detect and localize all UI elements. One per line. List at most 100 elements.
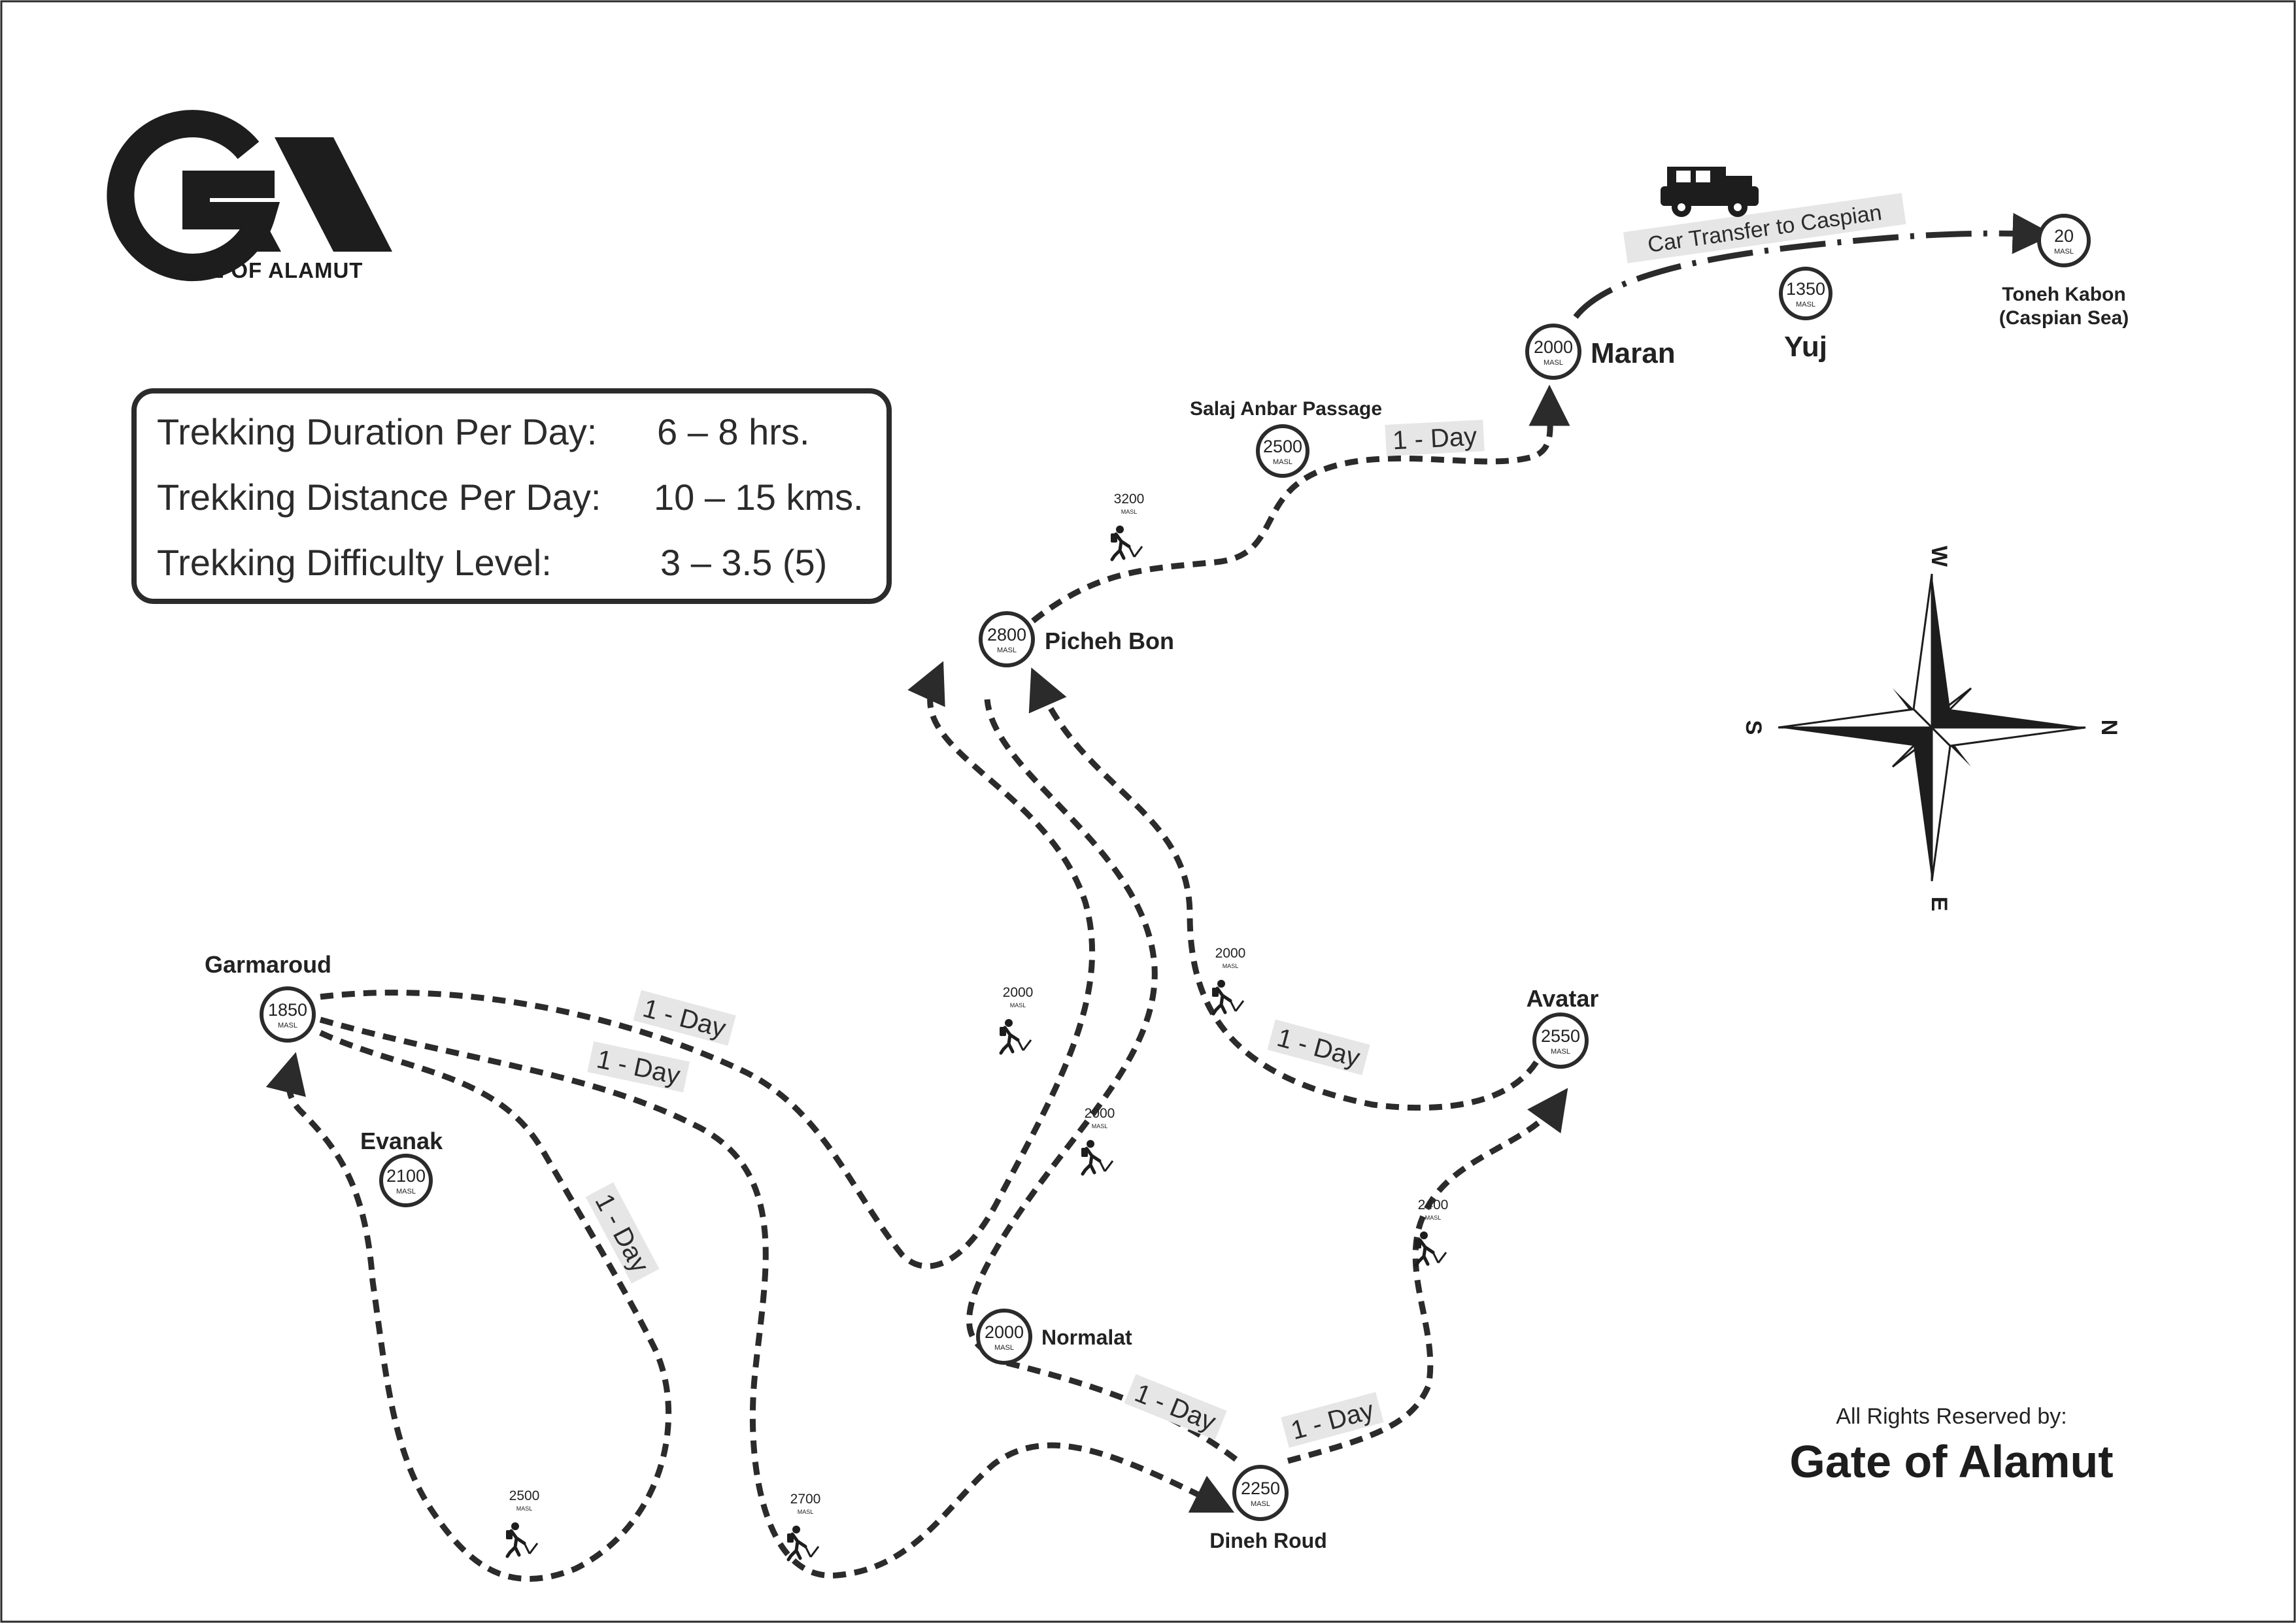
hiker-icon-2700: 2700 MASL <box>787 1492 820 1560</box>
svg-text:1350: 1350 <box>1786 279 1825 299</box>
trek-info-box: Trekking Duration Per Day: 6 – 8 hrs. Tr… <box>131 388 892 604</box>
svg-text:3200: 3200 <box>1114 492 1145 507</box>
maran-label: Maran <box>1591 337 1676 369</box>
hiker-icon-2400: 2400 MASL <box>1415 1197 1448 1265</box>
place-evanak: 2100 MASL Evanak <box>360 1128 443 1207</box>
trail-avatar-pichehbon <box>1028 667 1539 1111</box>
svg-text:MASL: MASL <box>1551 1048 1570 1056</box>
hiker-icon-2500: 2500 MASL <box>506 1488 539 1556</box>
brand-name: GATE OF ALAMUT <box>163 258 363 282</box>
svg-text:1 - Day: 1 - Day <box>1274 1023 1363 1073</box>
car-transfer-route <box>1573 212 2054 319</box>
duration-label: Trekking Duration Per Day: <box>157 411 597 452</box>
svg-text:MASL: MASL <box>1121 509 1138 515</box>
svg-text:1850: 1850 <box>268 1000 307 1020</box>
svg-text:MASL: MASL <box>1544 359 1563 367</box>
dineh-roud-label: Dineh Roud <box>1209 1529 1327 1552</box>
duration-value: 6 – 8 hrs. <box>657 411 809 452</box>
svg-text:2250: 2250 <box>1241 1479 1280 1498</box>
place-dineh-roud: 2250 MASL Dineh Roud <box>1209 1465 1327 1552</box>
place-normalat: 2000 MASL Normalat <box>976 1309 1132 1365</box>
svg-text:MASL: MASL <box>997 646 1017 654</box>
svg-text:2000: 2000 <box>1085 1106 1115 1121</box>
trail-normalat-pichehbon <box>966 699 1158 1363</box>
svg-text:MASL: MASL <box>1092 1123 1108 1129</box>
gate-of-alamut-logo: GATE OF ALAMUT <box>107 110 392 282</box>
hiker-icon-2000b: 2000 MASL <box>1081 1106 1115 1174</box>
svg-text:2100: 2100 <box>386 1166 426 1186</box>
svg-text:2000: 2000 <box>985 1322 1024 1342</box>
svg-text:1 - Day: 1 - Day <box>640 994 729 1043</box>
svg-text:MASL: MASL <box>1425 1214 1442 1221</box>
svg-text:2000: 2000 <box>1003 985 1034 1000</box>
svg-text:2500: 2500 <box>1263 437 1302 456</box>
svg-text:MASL: MASL <box>1796 301 1815 309</box>
compass-e: E <box>1927 897 1951 912</box>
svg-text:2400: 2400 <box>1418 1197 1449 1213</box>
svg-text:2500: 2500 <box>509 1488 540 1503</box>
salaj-label: Salaj Anbar Passage <box>1190 398 1382 420</box>
caspian-sea-label: (Caspian Sea) <box>1999 307 2129 329</box>
svg-text:2550: 2550 <box>1541 1026 1580 1046</box>
svg-text:2700: 2700 <box>790 1492 821 1507</box>
svg-text:2000: 2000 <box>1534 337 1573 357</box>
rights-line-1: All Rights Reserved by: <box>1836 1404 2067 1429</box>
svg-text:20: 20 <box>2054 226 2074 246</box>
place-garmaroud: 1850 MASL Garmaroud <box>205 951 331 1043</box>
place-toneh-kabon: 20 MASL Toneh Kabon (Caspian Sea) <box>1999 214 2129 329</box>
toneh-kabon-label: Toneh Kabon <box>2002 284 2125 305</box>
distance-value: 10 – 15 kms. <box>654 477 864 518</box>
svg-text:MASL: MASL <box>396 1188 416 1196</box>
place-salaj-anbar: 2500 MASL Salaj Anbar Passage <box>1190 398 1382 478</box>
trail-garmaroud-pichehbon <box>320 661 1096 1269</box>
svg-text:2800: 2800 <box>987 625 1026 644</box>
day-labels: 1 - Day 1 - Day 1 - Day 1 - Day 1 - Day … <box>585 193 1906 1448</box>
hiker-icon-3200: 3200 MASL <box>1111 492 1144 560</box>
distance-label: Trekking Distance Per Day: <box>157 477 601 518</box>
day-label-4: 1 - Day <box>1267 1019 1370 1075</box>
place-maran: 2000 MASL Maran <box>1525 324 1676 380</box>
jeep-icon <box>1661 167 1759 217</box>
day-label-5: 1 - Day <box>1124 1374 1227 1440</box>
svg-text:MASL: MASL <box>798 1509 814 1515</box>
difficulty-value: 3 – 3.5 (5) <box>660 542 827 583</box>
svg-text:MASL: MASL <box>516 1505 533 1512</box>
svg-text:1 - Day: 1 - Day <box>1392 422 1477 456</box>
picheh-bon-label: Picheh Bon <box>1045 627 1174 654</box>
hiker-icon-2000a: 2000 MASL <box>1000 985 1033 1053</box>
svg-text:MASL: MASL <box>1273 458 1292 466</box>
compass-rose: W S N E <box>1741 546 2121 911</box>
yuj-label: Yuj <box>1784 331 1827 363</box>
evanak-label: Evanak <box>360 1128 443 1154</box>
svg-text:MASL: MASL <box>2054 248 2074 256</box>
day-label-3: 1 - Day <box>585 1182 660 1284</box>
day-label-1: 1 - Day <box>633 990 736 1046</box>
svg-text:MASL: MASL <box>1223 963 1239 969</box>
compass-w: W <box>1927 546 1951 567</box>
svg-text:MASL: MASL <box>1251 1500 1270 1508</box>
normalat-label: Normalat <box>1041 1326 1132 1349</box>
difficulty-label: Trekking Difficulty Level: <box>157 542 552 583</box>
trail-evanak-loop <box>265 1029 672 1582</box>
day-label-2: 1 - Day <box>587 1041 690 1093</box>
place-picheh-bon: 2800 MASL Picheh Bon <box>979 611 1174 667</box>
compass-s: S <box>1741 720 1766 735</box>
svg-text:1 - Day: 1 - Day <box>1131 1379 1220 1437</box>
garmaroud-label: Garmaroud <box>205 951 331 978</box>
svg-text:1 - Day: 1 - Day <box>1288 1396 1377 1445</box>
hiker-icon-2000c: 2000 MASL <box>1212 946 1245 1014</box>
day-label-7: 1 - Day <box>1385 420 1485 456</box>
svg-text:MASL: MASL <box>994 1344 1014 1352</box>
svg-text:2000: 2000 <box>1215 946 1246 961</box>
compass-n: N <box>2097 720 2121 736</box>
avatar-label: Avatar <box>1527 985 1599 1012</box>
trail-pichehbon-maran <box>1031 384 1570 624</box>
svg-text:MASL: MASL <box>278 1022 297 1029</box>
place-avatar: 2550 MASL Avatar <box>1527 985 1599 1069</box>
svg-text:MASL: MASL <box>1010 1002 1026 1009</box>
rights-line-2: Gate of Alamut <box>1789 1436 2113 1487</box>
day-label-6: 1 - Day <box>1281 1392 1384 1448</box>
